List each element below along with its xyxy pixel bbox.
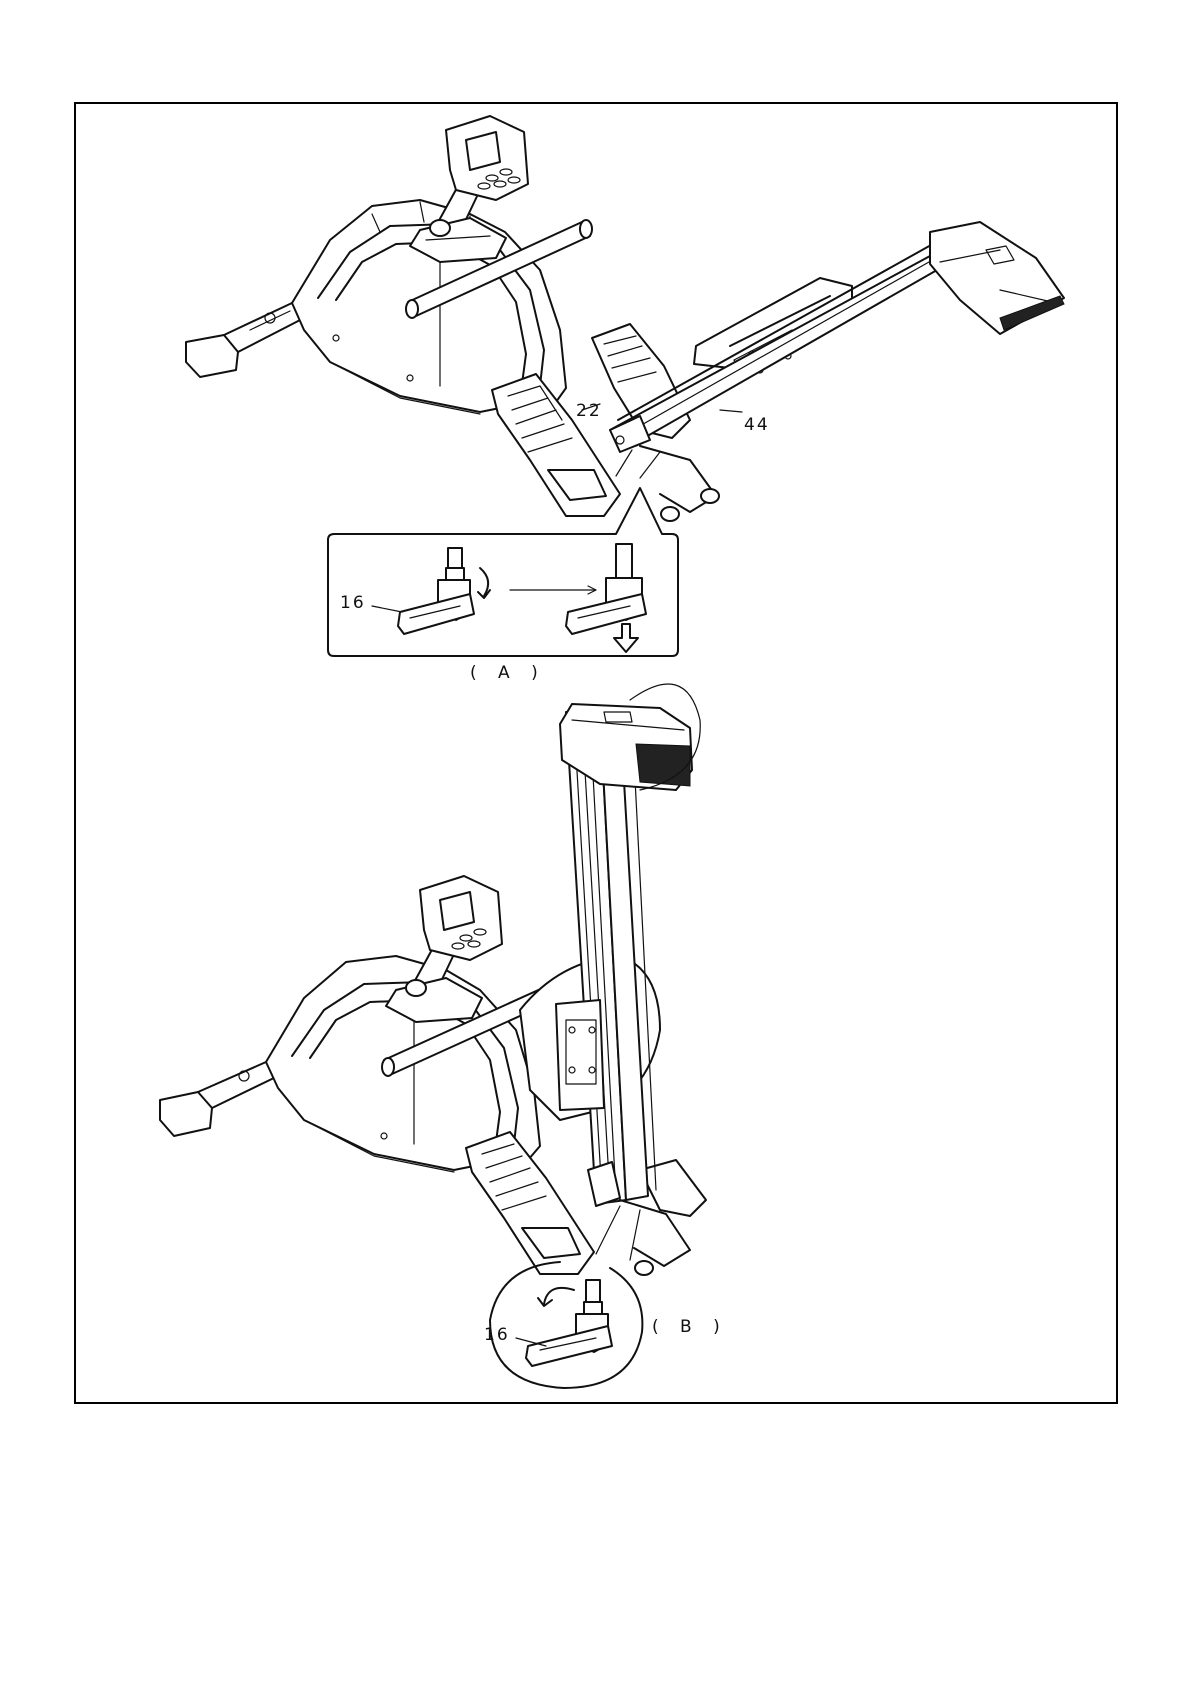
detail-a-pointer [616,450,660,478]
leader-line-44 [720,410,742,412]
rear-stabilizer [930,222,1064,334]
seat-folded [556,1000,604,1110]
pin-knob-unlocked-icon [526,1280,612,1366]
front-stabilizer [186,303,304,377]
rotate-arrow-icon [480,568,488,596]
right-footplate-folded [640,1160,706,1216]
leader-line-16-a [372,606,402,612]
caption-step-b: ( B ) [652,1317,728,1337]
part-label-16-a: 16 [340,593,366,613]
monitor-console [446,116,528,200]
pin-knob-after-icon [566,544,646,634]
caption-step-a: ( A ) [470,663,546,683]
part-label-44: 44 [744,415,770,435]
pin-knob-before-icon [398,548,474,634]
part-label-22: 22 [576,401,602,421]
detail-circle-b [490,1262,642,1388]
detail-a-callout [328,488,678,656]
front-stabilizer-folded [160,1062,278,1136]
rail-part-44 [610,240,944,446]
part-label-16-b: 16 [484,1325,510,1345]
rower-folded-illustration [160,684,706,1275]
pull-down-arrow-icon [614,624,638,652]
monitor-console-folded [420,876,502,960]
rower-unfolded-illustration [186,116,1064,521]
